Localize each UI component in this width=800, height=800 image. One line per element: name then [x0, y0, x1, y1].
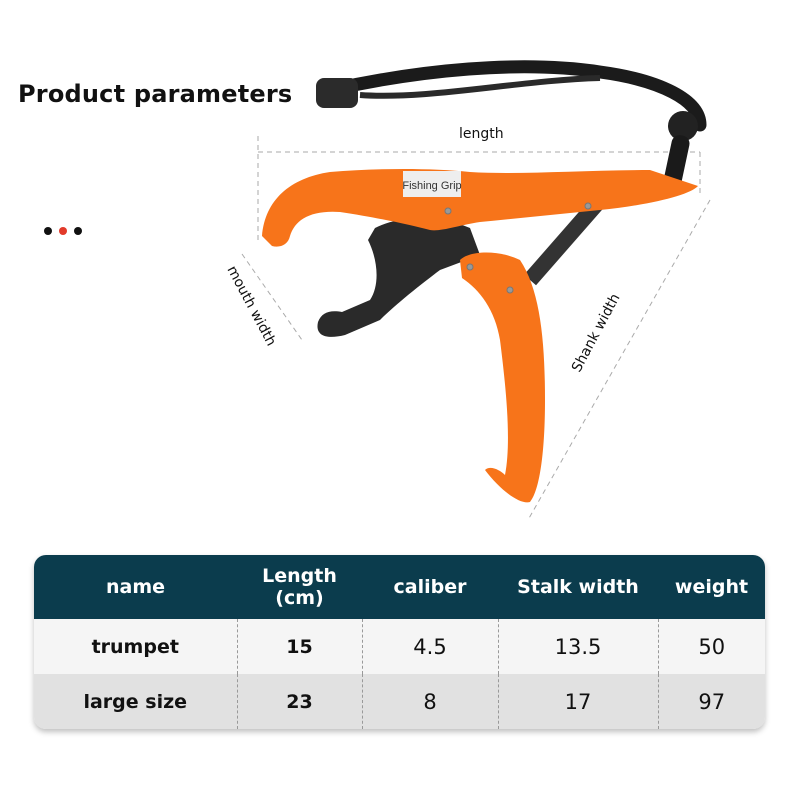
product-parameters-table: name Length (cm) caliber Stalk width wei…: [34, 555, 765, 729]
upper-handle: [262, 169, 698, 247]
table-header-row: name Length (cm) caliber Stalk width wei…: [34, 555, 765, 619]
page-title: Product parameters: [18, 80, 293, 108]
carousel-dots: [44, 227, 82, 235]
carousel-dot-3[interactable]: [74, 227, 82, 235]
cell-length: 23: [236, 674, 362, 729]
column-header-name: name: [34, 555, 237, 619]
carousel-dot-1[interactable]: [44, 227, 52, 235]
cell-stalk-width: 17: [497, 674, 658, 729]
cell-name: large size: [34, 674, 237, 729]
column-header-weight: weight: [658, 555, 765, 619]
table-row: large size 23 8 17 97: [34, 674, 765, 729]
cell-stalk-width: 13.5: [497, 619, 658, 674]
column-header-caliber: caliber: [362, 555, 498, 619]
lower-handle: [460, 252, 545, 503]
carousel-dot-2-active[interactable]: [59, 227, 67, 235]
cell-caliber: 4.5: [361, 619, 498, 674]
cell-weight: 97: [657, 674, 765, 729]
length-dimension-label: length: [459, 126, 504, 142]
cell-length: 15: [236, 619, 362, 674]
fishing-grip-product-image: Fishing Grip: [241, 60, 711, 521]
dimension-lines: [241, 136, 711, 521]
column-header-length: Length (cm): [237, 555, 362, 619]
cell-name: trumpet: [34, 619, 237, 674]
table-row: trumpet 15 4.5 13.5 50: [34, 619, 765, 674]
brand-label: Fishing Grip: [402, 180, 461, 192]
cell-weight: 50: [657, 619, 765, 674]
column-header-stalk-width: Stalk width: [498, 555, 658, 619]
lanyard: [316, 60, 707, 190]
black-jaw: [317, 218, 480, 337]
cell-caliber: 8: [361, 674, 498, 729]
